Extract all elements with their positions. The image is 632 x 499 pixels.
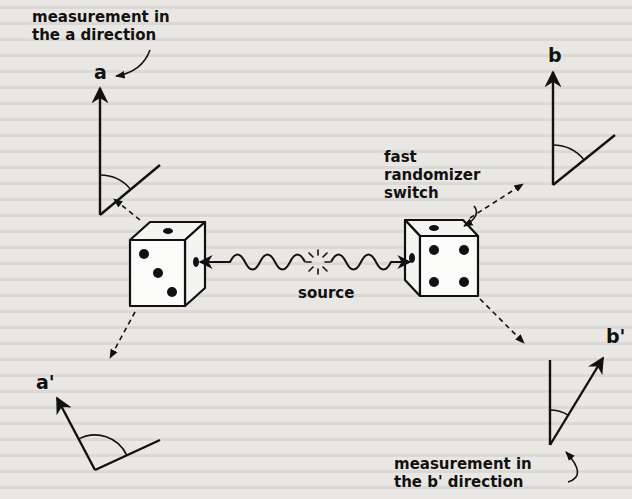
caption-note: fast randomizer switch [382, 148, 482, 202]
right-die [405, 220, 478, 296]
analyzer-a [100, 88, 160, 215]
analyzer-b [553, 72, 615, 185]
analyzer-a-prime [57, 398, 160, 470]
analyzer-b-prime [550, 358, 603, 445]
axis-label: a [92, 62, 109, 83]
axis-label: a' [34, 372, 57, 393]
photon-wave-left [200, 255, 305, 270]
axis-label: b' [604, 326, 627, 347]
axis-label: b [546, 45, 564, 66]
caption-note: source [296, 284, 356, 302]
photon-wave-right [331, 255, 410, 270]
caption-note: measurement in the b' direction [392, 455, 556, 491]
caption-note: measurement in the a direction [30, 8, 184, 44]
left-die [130, 222, 205, 306]
switch-paths [110, 184, 524, 358]
source-burst [306, 250, 330, 274]
leader-arrows [116, 50, 578, 482]
